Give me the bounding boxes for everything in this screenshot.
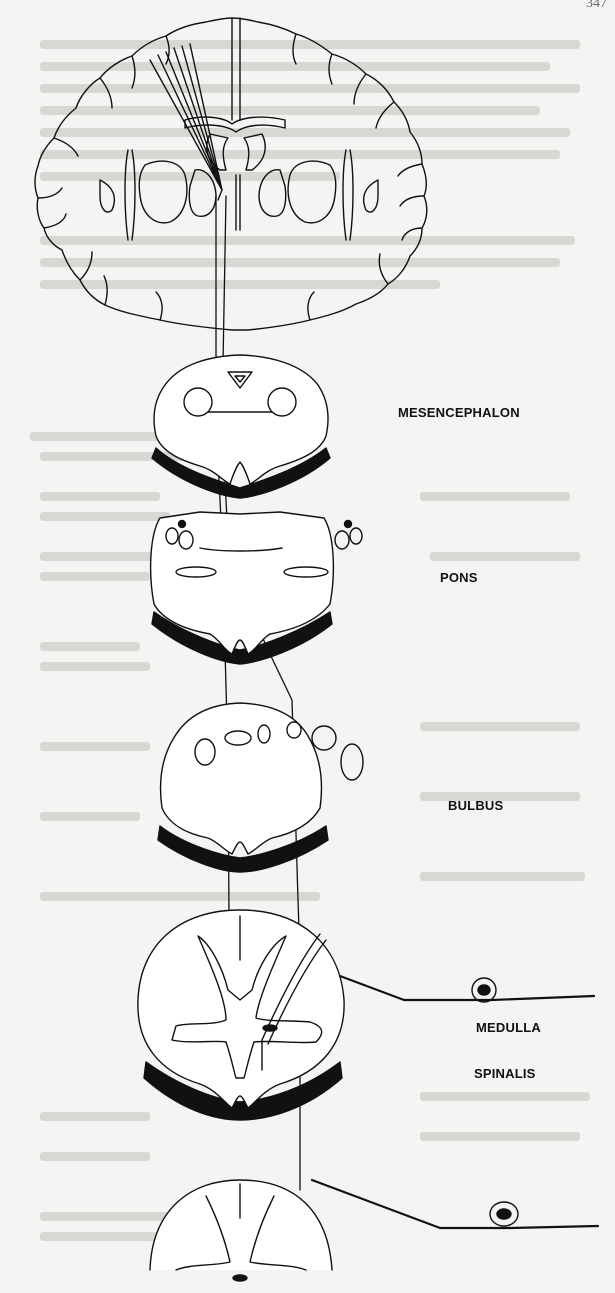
basal-ganglia-right [288, 161, 336, 223]
lower-central-canal [233, 1275, 247, 1281]
medulla-spinalis-section [138, 910, 594, 1120]
lower-cord-outline [150, 1180, 332, 1270]
pons-right-nucleus-2 [350, 528, 362, 544]
central-canal [263, 1025, 277, 1031]
thalamus-right [259, 170, 286, 217]
basal-ganglia-left [139, 161, 187, 223]
cerebrum-sulci [38, 34, 424, 320]
dorsal-root-line [340, 976, 594, 1000]
cerebrum-section [35, 18, 427, 330]
thalamus-left [189, 170, 216, 217]
label-spinalis: SPINALIS [474, 1066, 536, 1081]
label-pons: PONS [440, 570, 478, 585]
third-ventricle [236, 175, 240, 230]
interhemispheric-fissure [232, 18, 240, 120]
pons-dot-right [345, 521, 352, 528]
lower-spinal-section [150, 1180, 598, 1281]
claustrum-left [125, 150, 135, 240]
label-mesencephalon: MESENCEPHALON [398, 405, 520, 420]
pons-dot-left [179, 521, 186, 528]
pons-right-nucleus [335, 531, 349, 549]
lower-root-ganglion-inner [497, 1209, 511, 1219]
insula-left [100, 180, 114, 212]
claustrum-right [343, 150, 353, 240]
bulbus-section [158, 703, 363, 872]
cerebrum-outline [35, 18, 427, 330]
bulbus-nucleus-4 [312, 726, 336, 750]
pons-section [151, 512, 362, 664]
dorsal-root-ganglion-inner [478, 985, 490, 995]
ventricle-right [244, 134, 265, 170]
internal-capsule [218, 190, 222, 200]
label-medulla: MEDULLA [476, 1020, 541, 1035]
label-bulbus: BULBUS [448, 798, 503, 813]
olive-right [341, 744, 363, 780]
lower-root-line [312, 1180, 598, 1228]
insula-right [364, 180, 378, 212]
bulbus-outline [161, 703, 322, 854]
mesencephalon-section [152, 355, 330, 498]
